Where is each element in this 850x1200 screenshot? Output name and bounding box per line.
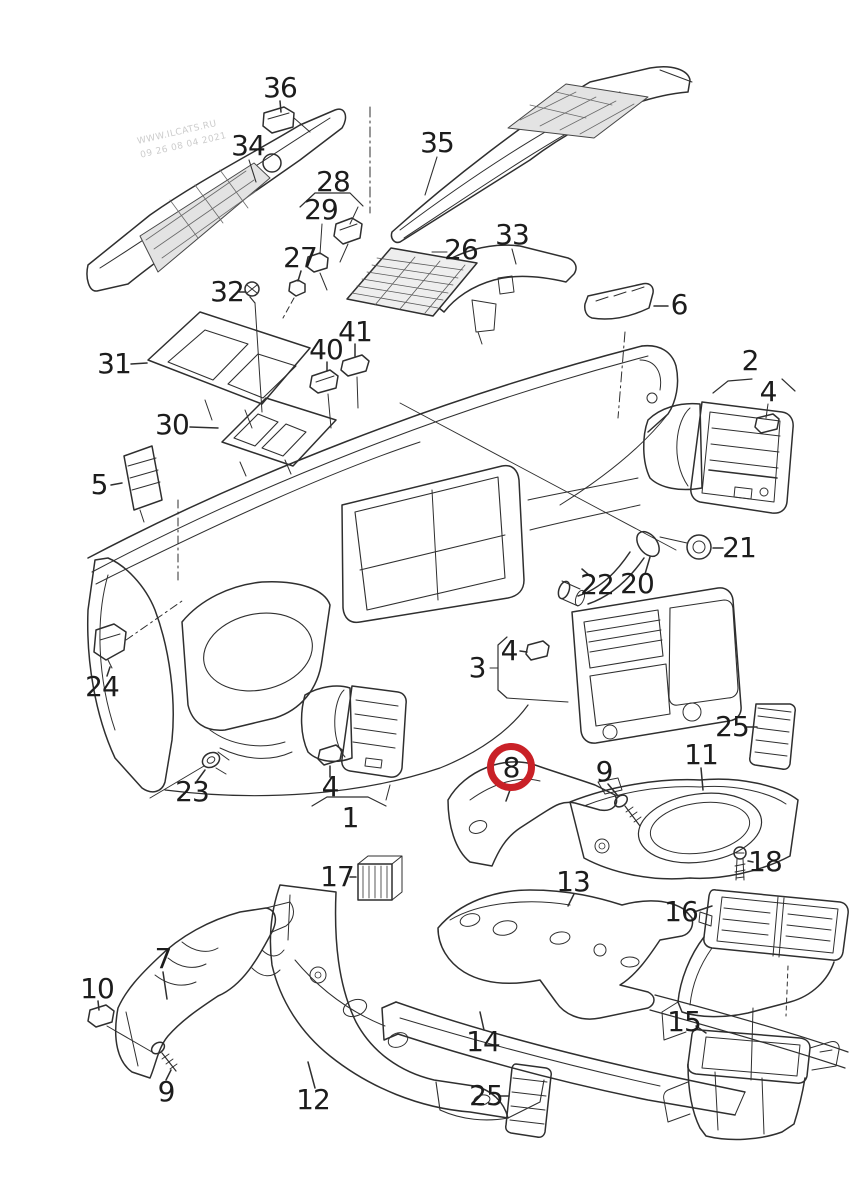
- part-9-screw-upper: [607, 783, 642, 827]
- part-label-9: 9: [595, 755, 614, 788]
- part-label-7: 7: [154, 942, 173, 975]
- part-31-duct-frame: [130, 311, 311, 429]
- part-25-vent-right: [745, 703, 796, 770]
- part-label-18: 18: [748, 845, 783, 878]
- part-label-36: 36: [263, 71, 298, 104]
- part-label-14: 14: [466, 1025, 501, 1058]
- part-20-hose-assembly: [557, 530, 724, 607]
- part-label-29: 29: [304, 193, 339, 226]
- part-label-40: 40: [309, 333, 344, 366]
- part-5-side-vent: [110, 445, 179, 584]
- part-16-rear-vent: [661, 889, 849, 1041]
- part-label-22: 22: [580, 568, 615, 601]
- part-2-vent-assembly: [643, 378, 796, 514]
- part-11-trim-panel: [569, 767, 799, 880]
- part-label-30: 30: [155, 408, 190, 441]
- part-3-center-console: [489, 587, 742, 744]
- part-label-35: 35: [420, 126, 455, 159]
- leader-lines: [248, 156, 517, 265]
- part-12-boot-duct: [269, 884, 545, 1121]
- highlight-circle-part-8: [487, 743, 535, 791]
- part-26-grille: [346, 247, 497, 345]
- part-label-16: 16: [664, 895, 699, 928]
- part-29-clip-cluster: [282, 192, 364, 319]
- part-label-6: 6: [670, 288, 689, 321]
- part-label-2: 2: [741, 344, 760, 377]
- part-15-box-duct: [663, 1007, 840, 1141]
- part-23-fastener: [149, 751, 230, 799]
- part-label-25: 25: [469, 1079, 504, 1112]
- part-label-24: 24: [85, 670, 120, 703]
- part-label-26: 26: [444, 233, 479, 266]
- part-14-floor-duct: [381, 994, 849, 1116]
- part-25-vent-bottom: [498, 1063, 552, 1138]
- part-6-vent-strip: [584, 282, 669, 320]
- part-label-4: 4: [759, 375, 778, 408]
- part-17-foam-block: [349, 855, 403, 901]
- part-label-11: 11: [684, 738, 719, 771]
- part-1-vent-assembly: [300, 685, 407, 807]
- part-18-screw: [733, 846, 754, 881]
- part-label-10: 10: [80, 972, 115, 1005]
- part-label-27: 27: [283, 241, 318, 274]
- part-label-9: 9: [157, 1075, 176, 1108]
- part-30-duct-frame: [189, 397, 337, 477]
- part-7-corrugated-duct: [114, 901, 294, 1079]
- part-label-3: 3: [468, 651, 487, 684]
- part-label-41: 41: [338, 315, 373, 348]
- part-label-1: 1: [341, 801, 360, 834]
- part-13-duct-bracket: [437, 889, 694, 1020]
- part-label-12: 12: [296, 1083, 331, 1116]
- part-label-32: 32: [210, 275, 245, 308]
- part-label-13: 13: [556, 865, 591, 898]
- part-36-clip: [262, 100, 311, 134]
- part-label-31: 31: [97, 347, 132, 380]
- part-40-41-clips: [309, 343, 370, 429]
- part-32-screw: [238, 281, 263, 413]
- part-10-clip: [87, 1000, 153, 1053]
- part-label-23: 23: [175, 775, 210, 808]
- part-label-4: 4: [321, 770, 340, 803]
- part-35-cowl-cover: [390, 66, 693, 244]
- part-24-clip: [93, 600, 183, 677]
- part-label-8: 8: [502, 751, 521, 784]
- part-label-4: 4: [500, 634, 519, 667]
- part-label-25: 25: [715, 710, 750, 743]
- part-label-34: 34: [231, 129, 266, 162]
- construction-lines: [369, 106, 626, 419]
- part-label-15: 15: [667, 1005, 702, 1038]
- part-9-screw-lower: [150, 1041, 178, 1081]
- part-label-17: 17: [320, 860, 355, 893]
- part-label-33: 33: [495, 218, 530, 251]
- part-label-20: 20: [620, 567, 655, 600]
- dashboard-body: [86, 344, 679, 797]
- part-34-cowl-grille: [86, 108, 347, 292]
- part-label-28: 28: [316, 165, 351, 198]
- part-label-21: 21: [722, 531, 757, 564]
- part-label-5: 5: [90, 468, 109, 501]
